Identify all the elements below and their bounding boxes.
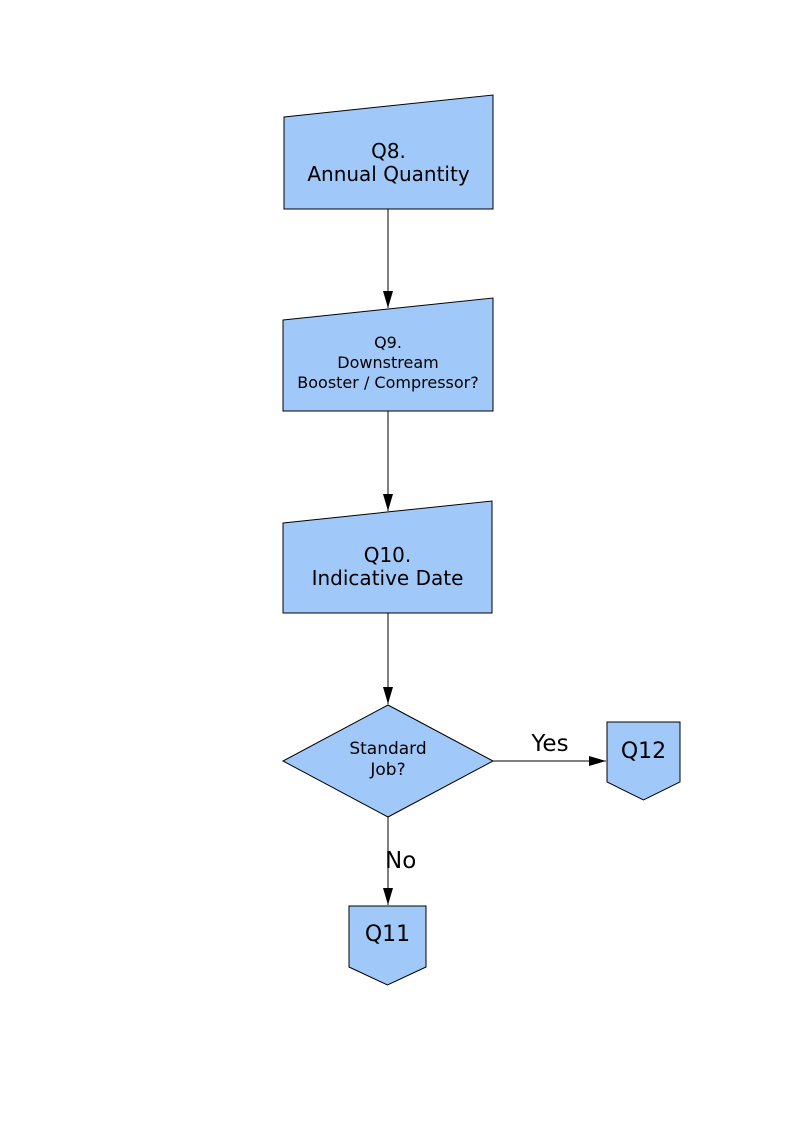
q9-node-shape	[282, 297, 494, 412]
q12-connector-shape	[606, 721, 681, 801]
q10-node-shape	[282, 500, 493, 614]
q11-connector-shape	[348, 905, 427, 986]
standard-job-decision-shape	[281, 704, 495, 818]
q8-node-shape	[283, 94, 494, 210]
